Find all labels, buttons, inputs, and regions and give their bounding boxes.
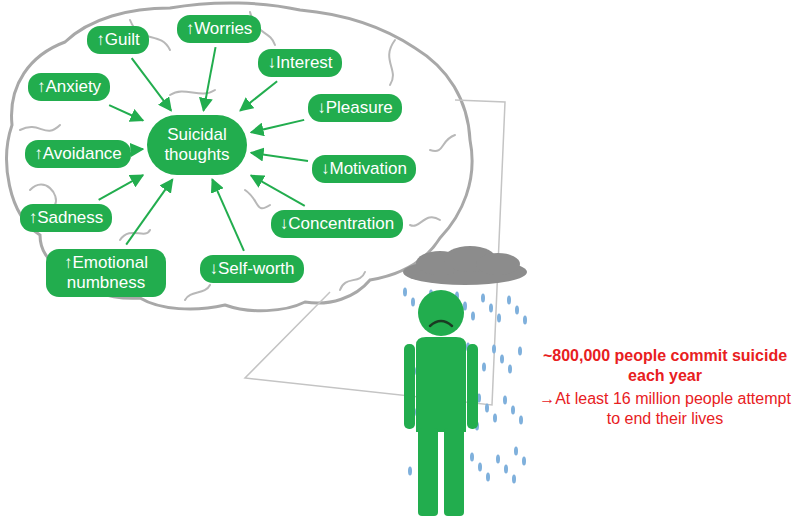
box-text: ↓Motivation xyxy=(321,159,407,179)
raindrop xyxy=(504,465,508,474)
factor-box: ↓Self-worth xyxy=(200,255,303,283)
raindrop xyxy=(497,314,501,323)
raindrop xyxy=(471,312,475,321)
box-text: ↓Interest xyxy=(267,53,332,73)
influence-arrow xyxy=(99,175,143,200)
raindrop xyxy=(481,294,485,303)
factor-box: ↓Interest xyxy=(258,49,341,77)
factor-box: ↑Guilt xyxy=(87,26,148,54)
statistic-note: →At least 16 million people attempt to e… xyxy=(532,389,798,429)
box-text: ↓Self-worth xyxy=(209,259,294,279)
raindrop xyxy=(478,463,482,472)
influence-arrow xyxy=(204,47,216,110)
raindrop xyxy=(411,298,415,307)
raindrop xyxy=(470,453,474,462)
box-text: ↑Worries xyxy=(186,19,253,39)
raindrop xyxy=(519,416,523,425)
factor-box: ↑Emotional numbness xyxy=(46,249,166,298)
influence-arrow xyxy=(126,179,172,244)
box-text: ↑Guilt xyxy=(96,30,139,50)
factor-box: ↑Avoidance xyxy=(25,140,131,168)
box-text: ↓Concentration xyxy=(280,214,394,234)
frown xyxy=(430,321,452,326)
factor-box: ↑Sadness xyxy=(20,204,113,232)
raindrop xyxy=(482,363,486,372)
raindrop xyxy=(522,457,526,466)
box-text: ↓Pleasure xyxy=(317,98,393,118)
influence-arrow xyxy=(132,58,171,110)
influence-arrow xyxy=(109,105,143,120)
raindrop xyxy=(496,455,500,464)
raindrop xyxy=(511,406,515,415)
raindrop xyxy=(403,288,407,297)
cloud xyxy=(403,246,527,285)
raindrop xyxy=(512,475,516,484)
influence-arrow xyxy=(240,81,277,110)
raindrop xyxy=(507,296,511,305)
influence-arrow xyxy=(135,148,143,151)
raindrop xyxy=(485,404,489,413)
box-text: ↑Sadness xyxy=(29,208,104,228)
raindrop xyxy=(514,447,518,456)
statistic-note: ~800,000 people commit suicide each year xyxy=(532,346,798,386)
raindrop xyxy=(515,306,519,315)
factor-box: ↓Concentration xyxy=(271,210,403,238)
raindrop xyxy=(408,467,412,476)
raindrop xyxy=(489,304,493,313)
influence-arrow xyxy=(212,179,244,250)
raindrop xyxy=(493,414,497,423)
box-text: Suicidal thoughts xyxy=(161,125,233,166)
raindrop xyxy=(503,396,507,405)
factor-box: ↑Anxiety xyxy=(28,73,110,101)
influence-arrow xyxy=(251,175,305,205)
box-text: ↑Emotional numbness xyxy=(55,253,157,294)
raindrop xyxy=(508,365,512,374)
brain-folds xyxy=(20,12,455,300)
raindrop xyxy=(523,316,527,325)
raindrop xyxy=(500,355,504,364)
raindrop xyxy=(492,345,496,354)
box-text: ↑Anxiety xyxy=(37,77,101,97)
factor-box: ↓Motivation xyxy=(312,155,416,183)
influence-arrow xyxy=(251,153,308,161)
brain-outline xyxy=(7,3,472,311)
raindrop xyxy=(486,473,490,482)
stick-figure xyxy=(404,290,478,516)
factor-box: ↑Worries xyxy=(177,15,262,43)
factor-box: ↓Pleasure xyxy=(308,94,402,122)
box-text: ↑Avoidance xyxy=(34,144,122,164)
influence-arrow xyxy=(251,120,304,132)
raindrop xyxy=(518,347,522,356)
central-box: Suicidal thoughts xyxy=(147,115,247,176)
